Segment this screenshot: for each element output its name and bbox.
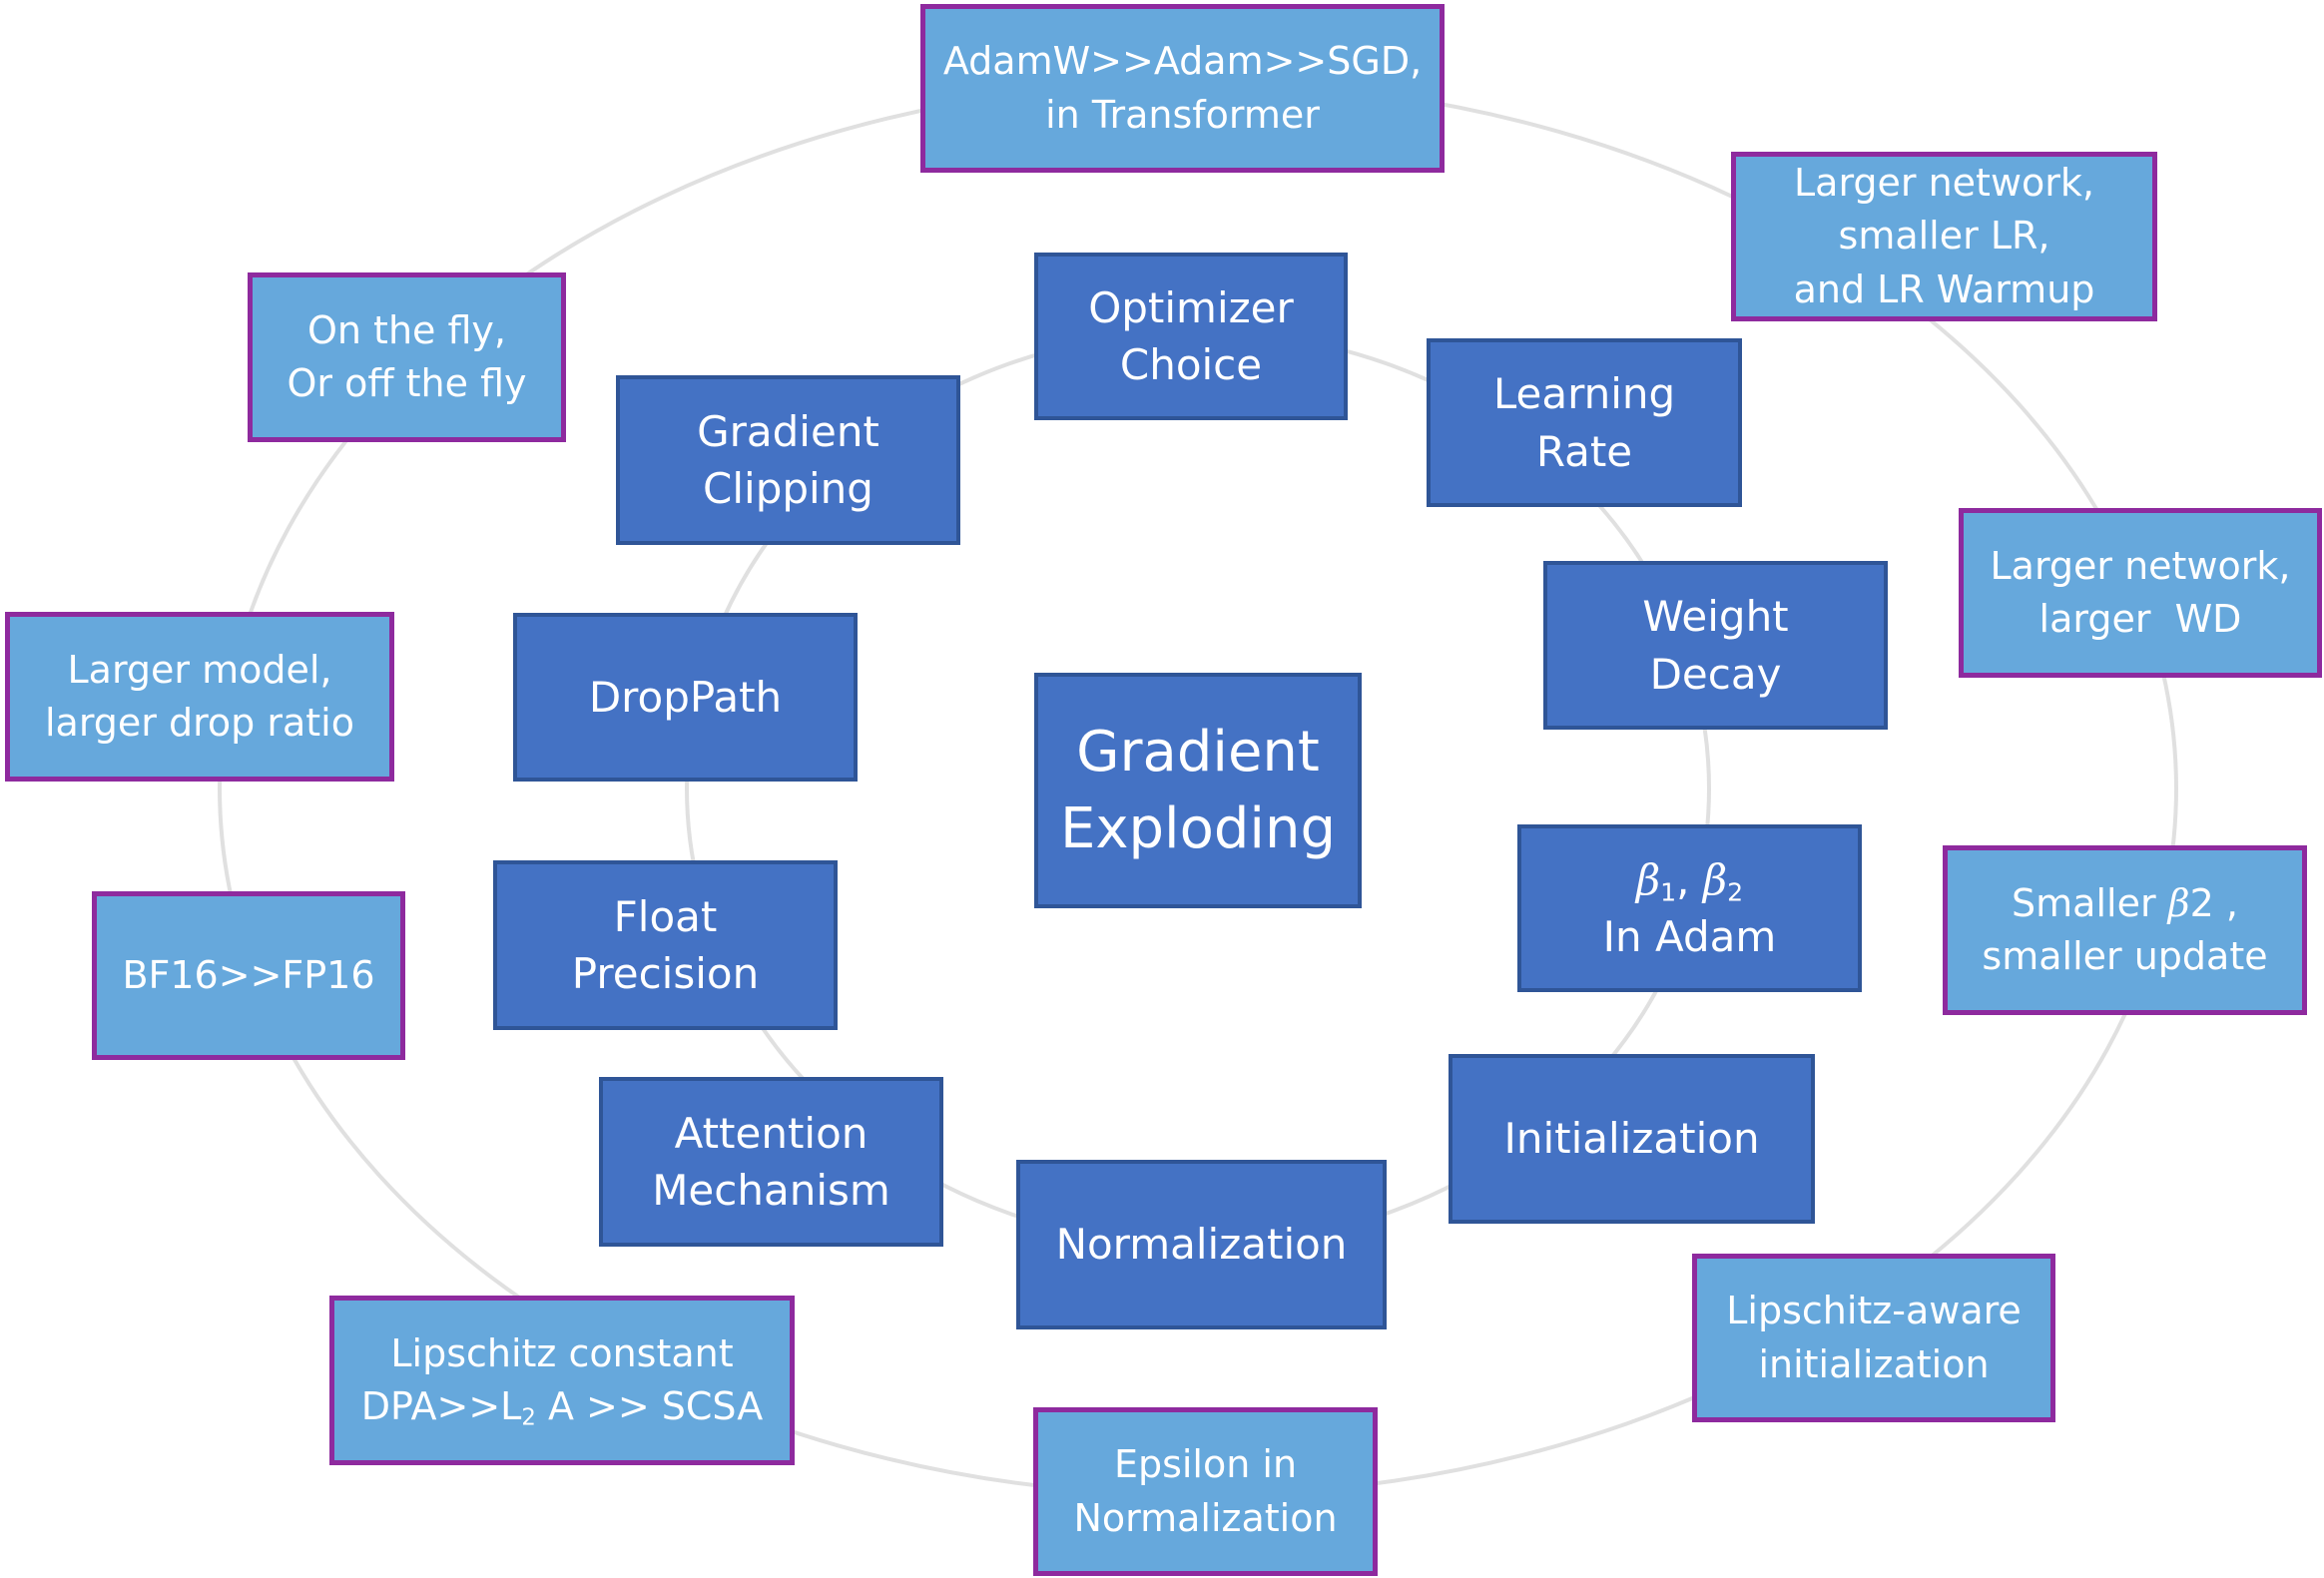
note-gradient-clipping-line-1: On the fly, [306, 307, 507, 352]
factor-learning-rate: Learning Rate [1427, 338, 1742, 507]
note-initialization-line-1: Lipschitz-aware [1726, 1289, 2022, 1333]
beta1-symbol: β [1635, 854, 1661, 904]
factor-learning-rate-line-2: Rate [1535, 426, 1633, 476]
factor-weight-decay: Weight Decay [1543, 561, 1888, 730]
factor-weight-decay-line-1: Weight [1642, 592, 1789, 642]
note-learning-rate: Larger network, smaller LR, and LR Warmu… [1731, 152, 2157, 321]
note-droppath: Larger model, larger drop ratio [5, 612, 394, 782]
beta-separator: , [1676, 854, 1703, 904]
note-attention-line-2: DPA>>L2 A >> SCSA [361, 1380, 764, 1433]
note-droppath-line-1: Larger model, [67, 647, 332, 692]
factor-adam-betas: β1, β2 In Adam [1517, 824, 1862, 992]
factor-gradient-clipping-line-1: Gradient [697, 406, 879, 456]
note-learning-rate-line-1: Larger network, [1793, 161, 2094, 206]
note-normalization-line-1: Epsilon in [1113, 1442, 1298, 1487]
factor-attention-line-2: Mechanism [652, 1166, 890, 1215]
note-optimizer-line-1: AdamW>>Adam>>SGD, [942, 39, 1423, 84]
note-beta-pre: Smaller [2012, 880, 2168, 925]
note-beta-symbol: β [2167, 880, 2190, 925]
note-adam-betas-line-2: smaller update [1982, 934, 2268, 978]
factor-normalization-line-1: Normalization [1055, 1220, 1348, 1270]
note-droppath-line-2: larger drop ratio [45, 701, 354, 745]
note-weight-decay: Larger network, larger WD [1959, 508, 2322, 678]
note-optimizer: AdamW>>Adam>>SGD, in Transformer [920, 4, 1445, 173]
note-weight-decay-line-1: Larger network, [1990, 543, 2291, 588]
note-gradient-clipping-line-2: Or off the fly [287, 361, 527, 405]
factor-learning-rate-line-1: Learning [1492, 369, 1676, 419]
factor-initialization-line-1: Initialization [1503, 1114, 1760, 1164]
factor-optimizer-line-1: Optimizer [1088, 282, 1294, 332]
note-adam-betas: Smaller β2 , smaller update [1943, 845, 2307, 1015]
note-attention-subscript: 2 [521, 1404, 536, 1431]
beta2-symbol: β [1702, 854, 1728, 904]
note-normalization-line-2: Normalization [1073, 1495, 1338, 1540]
factor-droppath: DropPath [513, 613, 858, 782]
factor-float-precision-line-1: Float [613, 891, 718, 941]
note-learning-rate-line-3: and LR Warmup [1793, 266, 2095, 311]
factor-optimizer-line-2: Choice [1119, 340, 1263, 389]
center-line-1: Gradient [1076, 719, 1320, 785]
factor-float-precision: Float Precision [493, 860, 838, 1030]
center-line-2: Exploding [1059, 796, 1337, 861]
factor-adam-betas-line-2: In Adam [1602, 912, 1777, 961]
note-initialization: Lipschitz-aware initialization [1692, 1254, 2055, 1422]
factor-gradient-clipping-line-2: Clipping [703, 464, 873, 513]
factor-gradient-clipping: Gradient Clipping [616, 375, 960, 545]
center-gradient-exploding: Gradient Exploding [1034, 673, 1362, 908]
note-float-precision: BF16>>FP16 [92, 891, 405, 1060]
note-initialization-line-2: initialization [1758, 1341, 1990, 1386]
beta2-subscript: 2 [1727, 877, 1744, 907]
beta1-subscript: 1 [1660, 877, 1677, 907]
factor-attention-line-1: Attention [674, 1108, 869, 1158]
factor-float-precision-line-2: Precision [571, 949, 760, 998]
factor-attention-mechanism: Attention Mechanism [599, 1077, 943, 1247]
note-optimizer-line-2: in Transformer [1045, 92, 1320, 137]
factor-weight-decay-line-2: Decay [1649, 649, 1782, 699]
factor-adam-betas-line-1: β1, β2 [1636, 851, 1743, 908]
note-adam-betas-line-1: Smaller β2 , [2012, 877, 2238, 930]
note-attention: Lipschitz constant DPA>>L2 A >> SCSA [329, 1296, 795, 1465]
note-gradient-clipping: On the fly, Or off the fly [248, 272, 566, 442]
note-beta-post: 2 , [2189, 880, 2238, 925]
factor-optimizer-choice: Optimizer Choice [1034, 253, 1348, 420]
note-float-precision-line-1: BF16>>FP16 [122, 952, 375, 997]
note-attention-line-1: Lipschitz constant [390, 1330, 734, 1375]
note-learning-rate-line-2: smaller LR, [1838, 214, 2050, 259]
note-attention-post: A >> SCSA [535, 1384, 764, 1428]
note-normalization: Epsilon in Normalization [1033, 1407, 1378, 1576]
note-attention-pre: DPA>>L [360, 1384, 522, 1428]
note-weight-decay-line-2: larger WD [2038, 597, 2242, 641]
factor-initialization: Initialization [1449, 1054, 1815, 1224]
factor-normalization: Normalization [1016, 1160, 1387, 1329]
factor-droppath-line-1: DropPath [588, 672, 783, 722]
